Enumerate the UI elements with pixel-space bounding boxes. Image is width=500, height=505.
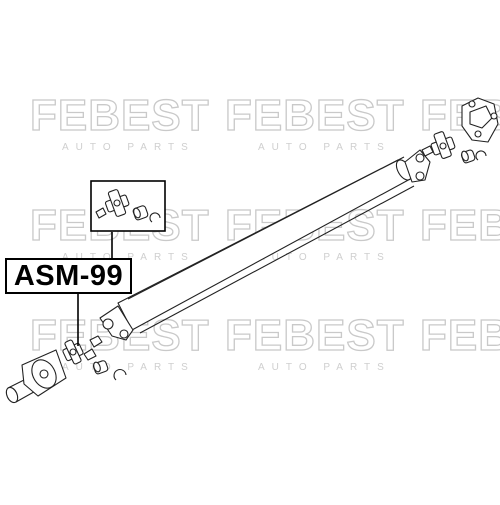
kit-universal-joint [104,189,130,217]
front-joint-bearing-cup [92,360,109,375]
shaft-front-yoke [99,305,134,341]
watermark-2: FEBEST AUTO PARTS [224,90,405,153]
front-flange-yoke [5,349,67,404]
svg-text:FEBEST: FEBEST [225,311,405,360]
watermark-9: FEBEST [419,310,500,360]
front-joint-grease-fitting [83,335,103,361]
svg-text:AUTO PARTS: AUTO PARTS [258,362,391,373]
svg-text:FEBEST: FEBEST [420,311,500,360]
rear-joint-bearing-cup [460,149,476,164]
shaft-rear-yoke [404,149,431,183]
rear-joint-grease-fitting [421,145,434,157]
svg-text:AUTO PARTS: AUTO PARTS [258,142,391,153]
svg-text:FEBEST: FEBEST [420,201,500,250]
watermark-1: FEBEST AUTO PARTS [29,90,210,153]
part-number-label: ASM-99 [5,258,132,294]
svg-text:FEBEST: FEBEST [30,91,210,140]
watermark-6: FEBEST [419,200,500,250]
kit-grease-fitting [95,207,107,219]
svg-text:FEBEST: FEBEST [225,91,405,140]
rear-universal-joint [430,131,456,159]
kit-bearing-cup [132,205,149,221]
svg-text:AUTO PARTS: AUTO PARTS [62,142,195,153]
front-universal-joint [62,339,84,365]
watermark-8: FEBEST AUTO PARTS [224,310,405,373]
front-joint-snap-ring [113,369,127,381]
rear-flange-yoke [461,97,499,143]
kit-callout-box [90,180,166,232]
svg-text:AUTO PARTS: AUTO PARTS [62,252,195,263]
svg-text:AUTO PARTS: AUTO PARTS [258,252,391,263]
part-number-text: ASM-99 [13,259,124,292]
rear-joint-snap-ring [475,150,487,161]
svg-text:AUTO PARTS: AUTO PARTS [62,362,195,373]
kit-snap-ring [149,212,161,223]
